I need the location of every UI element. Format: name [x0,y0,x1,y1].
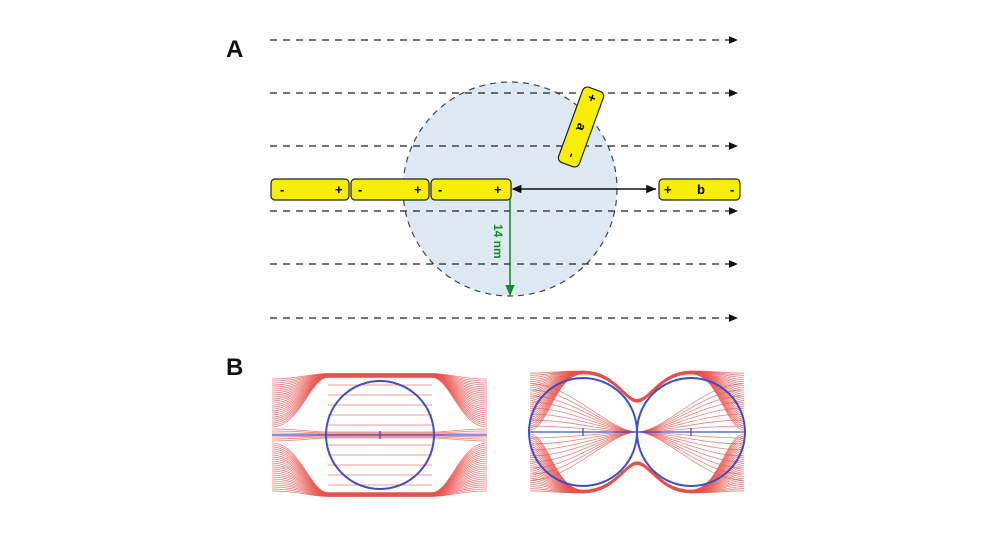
rod-1-right-sign: + [335,182,343,197]
rod-b: + b - [658,178,741,201]
rod-1: - + [270,178,350,201]
single-sphere [272,380,487,490]
rod-2-right-sign: + [414,182,422,197]
field-line [271,490,488,497]
field-lines [270,36,738,322]
rod-3: - + [430,178,512,201]
field-line [529,464,745,494]
rod-3-right-sign: + [494,182,502,197]
rod-2-left-sign: - [358,182,362,197]
field-lines-single-sphere [271,373,488,497]
rod-2: - + [350,178,430,201]
rod-3-left-sign: - [438,182,442,197]
double-sphere [528,377,746,487]
rod-b-right-sign: - [730,182,734,197]
rod-1-left-sign: - [280,182,284,197]
field-line [271,376,488,428]
rod-a-bottom-sign: - [564,151,580,160]
rod-b-label: b [697,182,705,197]
panel-b-label: B [226,354,244,381]
distance-label: 14 nm [491,224,505,259]
rod-a-tilted: + a - [557,86,605,168]
rod-b-left-sign: + [664,182,672,197]
panel-a-label: A [226,36,244,63]
